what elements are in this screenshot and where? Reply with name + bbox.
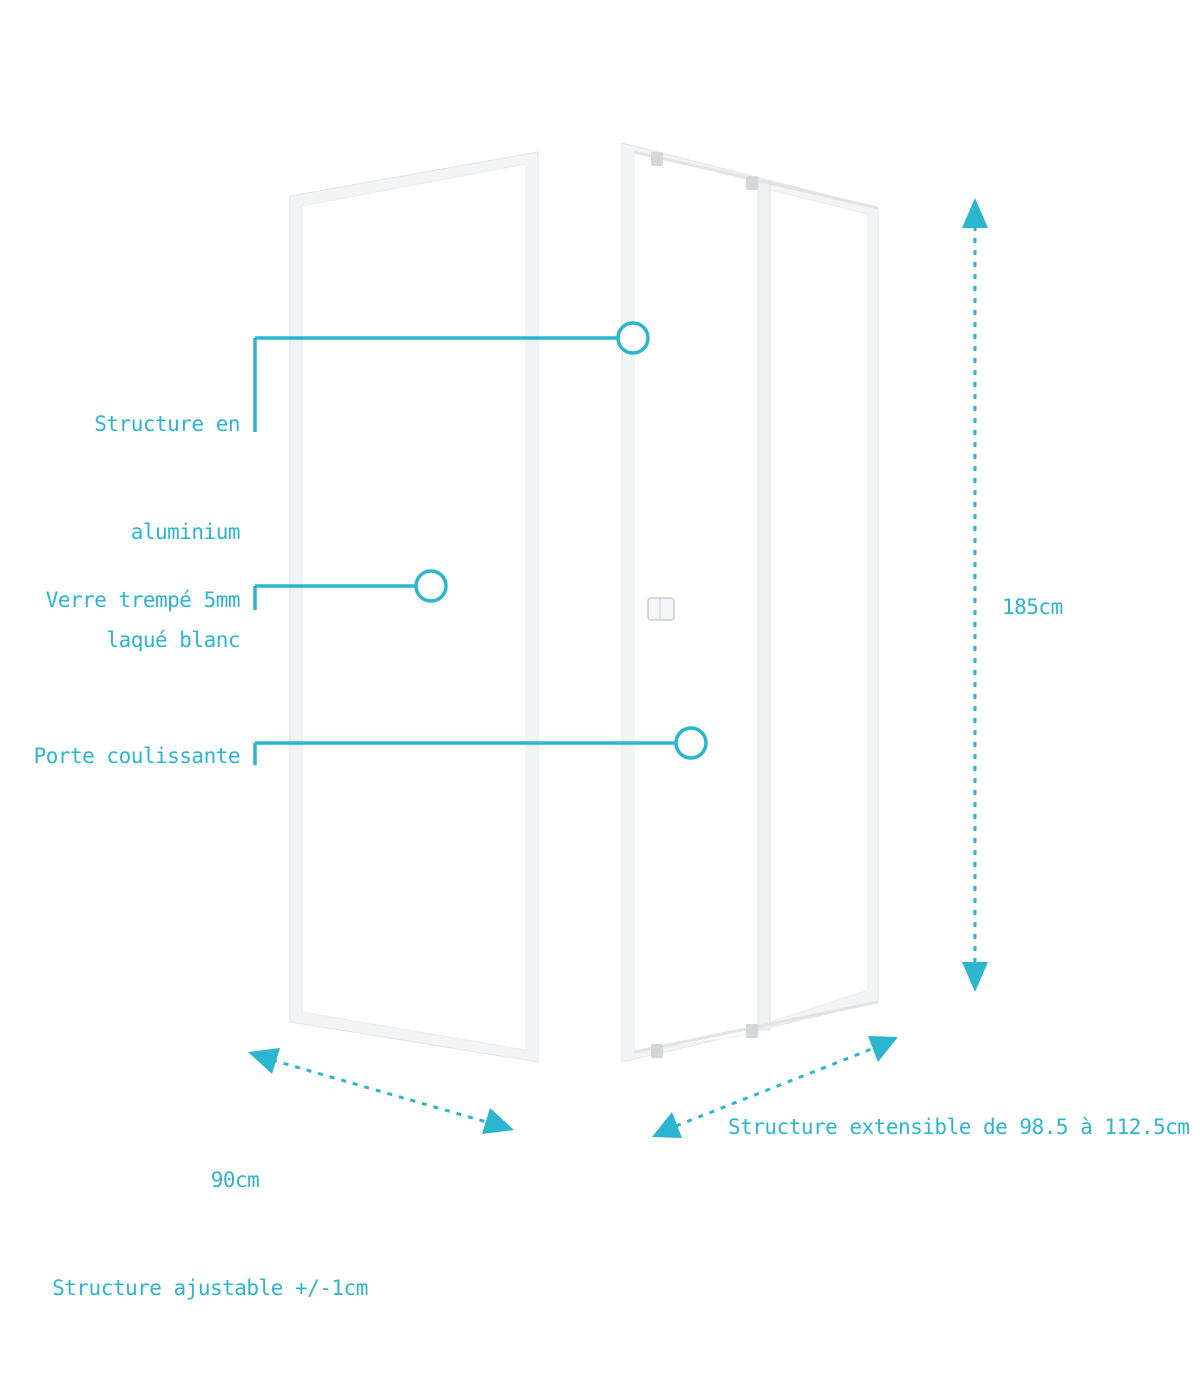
glass-label: Verre trempé 5mm [45, 588, 241, 612]
height-dimension-arrow [962, 198, 988, 992]
arrow-left-icon [248, 1048, 280, 1074]
side-panel [289, 151, 539, 1063]
arrow-up-icon [962, 198, 988, 228]
side-adjust-note: Structure ajustable +/-1cm [52, 1276, 368, 1300]
structure-label-line1: Structure en [94, 412, 240, 436]
structure-label-line2: aluminium [130, 520, 241, 544]
arrow-right-icon [868, 1036, 898, 1062]
front-dimension-label: Structure extensible de 98.5 à 112.5cm [728, 1115, 1190, 1139]
roller-icon [651, 152, 663, 166]
arrow-left-icon [652, 1112, 682, 1138]
front-width-dimension-arrow [652, 1036, 898, 1138]
roller-icon [746, 1024, 758, 1038]
callout-glass [253, 569, 448, 610]
structure-label-line3: laqué blanc [106, 628, 240, 652]
roller-icon [746, 176, 758, 190]
door-handle-icon [647, 597, 675, 621]
structure-label: Structure en aluminium laqué blanc [94, 334, 240, 730]
front-panel [621, 142, 879, 1063]
side-width-value: 90cm [210, 1168, 260, 1192]
arrow-right-icon [482, 1108, 514, 1134]
side-width-dimension-arrow [248, 1048, 514, 1134]
callout-structure [253, 321, 650, 432]
shower-illustration [248, 142, 988, 1138]
callout-door [253, 726, 708, 765]
height-value-label: 185cm [1002, 595, 1063, 619]
arrow-down-icon [962, 962, 988, 992]
door-label: Porte coulissante [33, 744, 241, 768]
side-dimension-label: 90cm Structure ajustable +/-1cm [30, 1090, 390, 1378]
roller-icon [651, 1044, 663, 1058]
diagram-stage: Structure en aluminium laqué blanc Verre… [33, 142, 1190, 1300]
